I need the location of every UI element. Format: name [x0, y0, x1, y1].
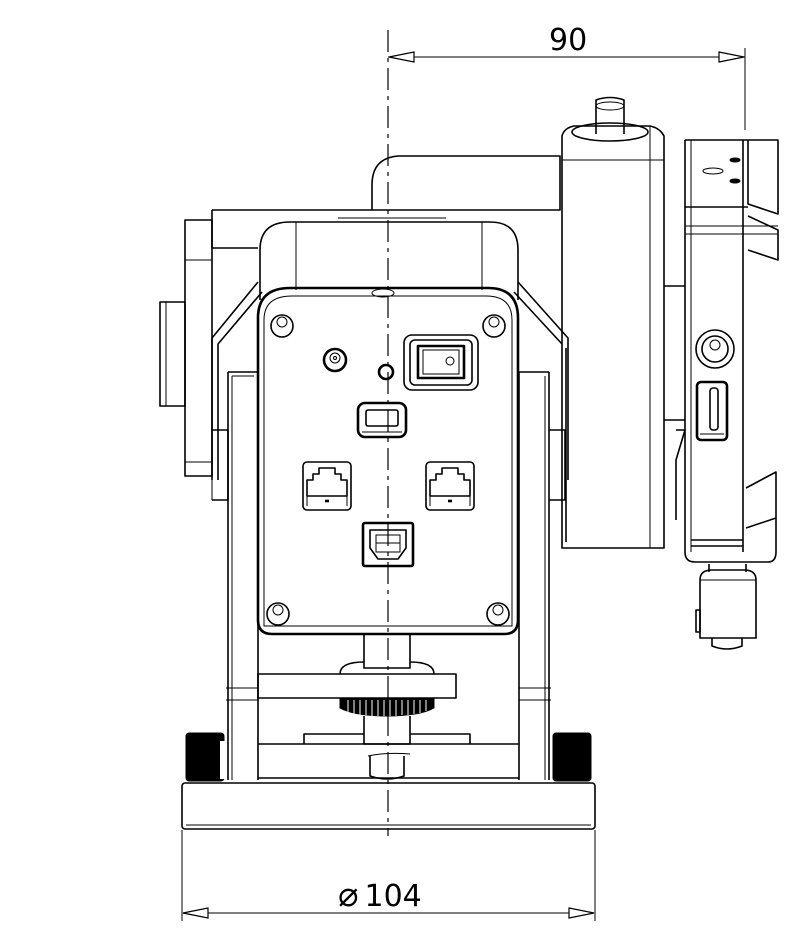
indicator-led	[377, 363, 395, 381]
rj-port-left	[302, 461, 352, 511]
usb-a-port	[356, 401, 408, 439]
side-usb-port	[695, 380, 729, 442]
dimension-104-value: 104	[364, 879, 422, 914]
dimension-90	[388, 48, 746, 130]
center-shaft	[257, 634, 457, 699]
yoke-legs	[212, 371, 566, 780]
knurled-wheel	[339, 697, 435, 717]
diameter-symbol: ⌀	[338, 875, 359, 915]
side-battery-module	[561, 125, 665, 549]
rj-port-right	[425, 461, 475, 511]
dimension-104-label: ⌀104	[338, 878, 422, 912]
dimension-90-label: 90	[549, 23, 588, 58]
dc-power-jack	[322, 347, 348, 373]
dimension-104	[181, 830, 596, 921]
left-side-housing	[159, 155, 569, 500]
power-switch	[403, 334, 479, 391]
top-knob	[571, 96, 649, 142]
rubber-feet	[185, 732, 592, 782]
mounting-screws	[266, 314, 510, 626]
head-housing	[259, 217, 519, 300]
bottom-knob	[675, 429, 757, 650]
rear-panel	[256, 286, 520, 636]
side-controller-module	[664, 139, 779, 563]
side-dc-jack	[695, 329, 735, 369]
